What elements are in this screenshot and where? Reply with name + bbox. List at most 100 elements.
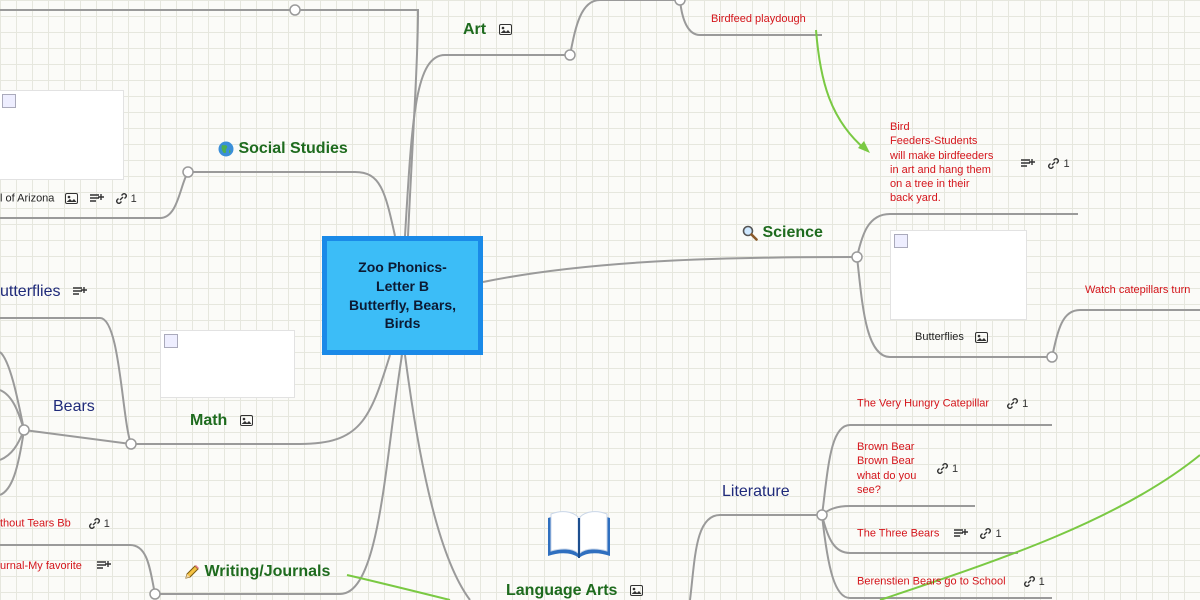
branch-art[interactable]: Art [463,21,512,39]
link-icon[interactable]: 1 [1023,575,1045,588]
bears-topic[interactable]: Bears [53,398,95,415]
link-icon[interactable]: 1 [115,192,137,205]
relation-writing [346,574,451,600]
link-count: 1 [1022,397,1029,410]
bird-feeders-line: back yard. [890,192,941,205]
connector-top-left [295,9,420,237]
connector-tears [0,544,156,595]
image-icon[interactable] [974,331,988,343]
link-count: 1 [952,462,959,475]
image-icon[interactable] [629,585,643,597]
branch-science-label: Science [762,224,823,241]
watch-caterpillars[interactable]: Watch catepillars turn [1085,284,1191,296]
connector-lit-3 [821,514,1018,554]
lit-item-line: see? [857,483,881,496]
branch-science[interactable]: Science [742,224,823,242]
bird-feeders-topic[interactable]: Bird Feeders-Students will make birdfeed… [890,120,1010,206]
book-icon [544,506,614,564]
lit-item-three-bears[interactable]: The Three Bears 1 [857,527,1002,540]
branch-social-studies-label: Social Studies [238,140,348,157]
globe-icon [218,140,238,157]
branch-language-arts-label: Language Arts [506,582,618,599]
link-count: 1 [995,527,1002,540]
relation-arrowhead [858,141,870,153]
link-count: 1 [1038,575,1045,588]
connector-watch [1051,309,1200,358]
connector-lit-2 [821,505,975,516]
image-placeholder [0,90,124,180]
connector-birdfeed [679,0,822,36]
link-icon[interactable]: 1 [1047,157,1070,170]
connector-literature [689,514,822,600]
birdfeed-playdough[interactable]: Birdfeed playdough [711,13,806,25]
connector-art [404,54,570,237]
lit-item-brown-bear-meta: 1 [928,460,958,478]
notes-icon[interactable] [1021,158,1035,169]
link-icon[interactable]: 1 [88,517,110,530]
central-topic[interactable]: Zoo Phonics- Letter B Butterfly, Bears, … [322,236,483,355]
lit-item-label: The Very Hungry Catepillar [857,397,990,410]
magnifier-icon [742,224,762,241]
relation-literature [879,454,1200,600]
branch-writing-label: Writing/Journals [204,563,331,580]
notes-icon[interactable] [96,561,111,571]
image-icon[interactable] [498,24,512,36]
image-icon[interactable] [239,415,253,427]
journal-topic[interactable]: urnal-My favorite [0,560,111,572]
link-icon[interactable]: 1 [1006,397,1028,410]
notes-icon[interactable] [954,528,969,539]
lit-item-label: The Three Bears [857,527,940,540]
image-icon[interactable] [65,193,79,204]
connector-butterflies-left [0,317,132,445]
branch-social-studies[interactable]: Social Studies [218,140,348,158]
lit-item-hungry-caterpillar[interactable]: The Very Hungry Catepillar 1 [857,397,1028,410]
connector-lit-4 [821,514,1052,599]
pencil-icon [184,563,204,580]
central-line: Birds [384,315,421,332]
literature-topic[interactable]: Literature [722,483,790,500]
branch-art-label: Art [463,21,487,38]
lit-item-line: what do you [857,469,917,482]
lit-item-line: Brown Bear [857,441,915,453]
lit-item-berenstain-bears[interactable]: Berenstien Bears go to School 1 [857,575,1045,588]
image-placeholder [160,330,295,398]
bird-feeders-line: on a tree in their [890,178,970,191]
arizona-topic[interactable]: l of Arizona 1 [0,192,137,205]
connector-social [188,171,396,237]
relation-birdfeed [815,29,867,151]
butterflies-math-label: utterflies [0,283,61,300]
connector-lit-1 [821,424,1052,516]
bird-feeders-line: in art and hang them [890,163,991,176]
arizona-label: l of Arizona [0,192,55,205]
connector-math [131,354,391,445]
lit-item-label: Berenstien Bears go to School [857,575,1006,588]
bird-feeders-line: Bird [890,121,910,133]
notes-icon[interactable] [89,193,104,204]
connector-science [482,256,858,283]
tears-label: thout Tears Bb [0,517,71,530]
lit-item-line: Brown Bear [857,455,915,468]
notes-icon[interactable] [72,286,87,297]
link-icon[interactable]: 1 [979,527,1002,540]
connector-language-arts [404,354,471,600]
branch-language-arts[interactable]: Language Arts [506,582,643,600]
bird-feeders-meta: 1 [1013,155,1070,173]
connector-bears [23,429,132,445]
bird-feeders-line: will make birdfeeders [890,149,994,162]
central-line: Zoo Phonics- [358,258,447,275]
connector-writing [155,354,403,595]
central-line: Butterfly, Bears, [348,296,457,313]
butterflies-math-topic[interactable]: utterflies [0,283,87,301]
link-count: 1 [1063,157,1070,170]
branch-math[interactable]: Math [190,412,253,430]
butterflies-topic[interactable]: Butterflies [915,331,988,343]
lit-item-brown-bear[interactable]: Brown Bear Brown Bear what do you see? [857,440,932,497]
central-line: Letter B [376,277,429,294]
branch-writing[interactable]: Writing/Journals [184,563,330,581]
journal-label: urnal-My favorite [0,560,82,572]
branch-math-label: Math [190,412,228,429]
link-icon[interactable]: 1 [936,462,958,475]
tears-topic[interactable]: thout Tears Bb 1 [0,517,110,530]
link-count: 1 [103,517,110,530]
